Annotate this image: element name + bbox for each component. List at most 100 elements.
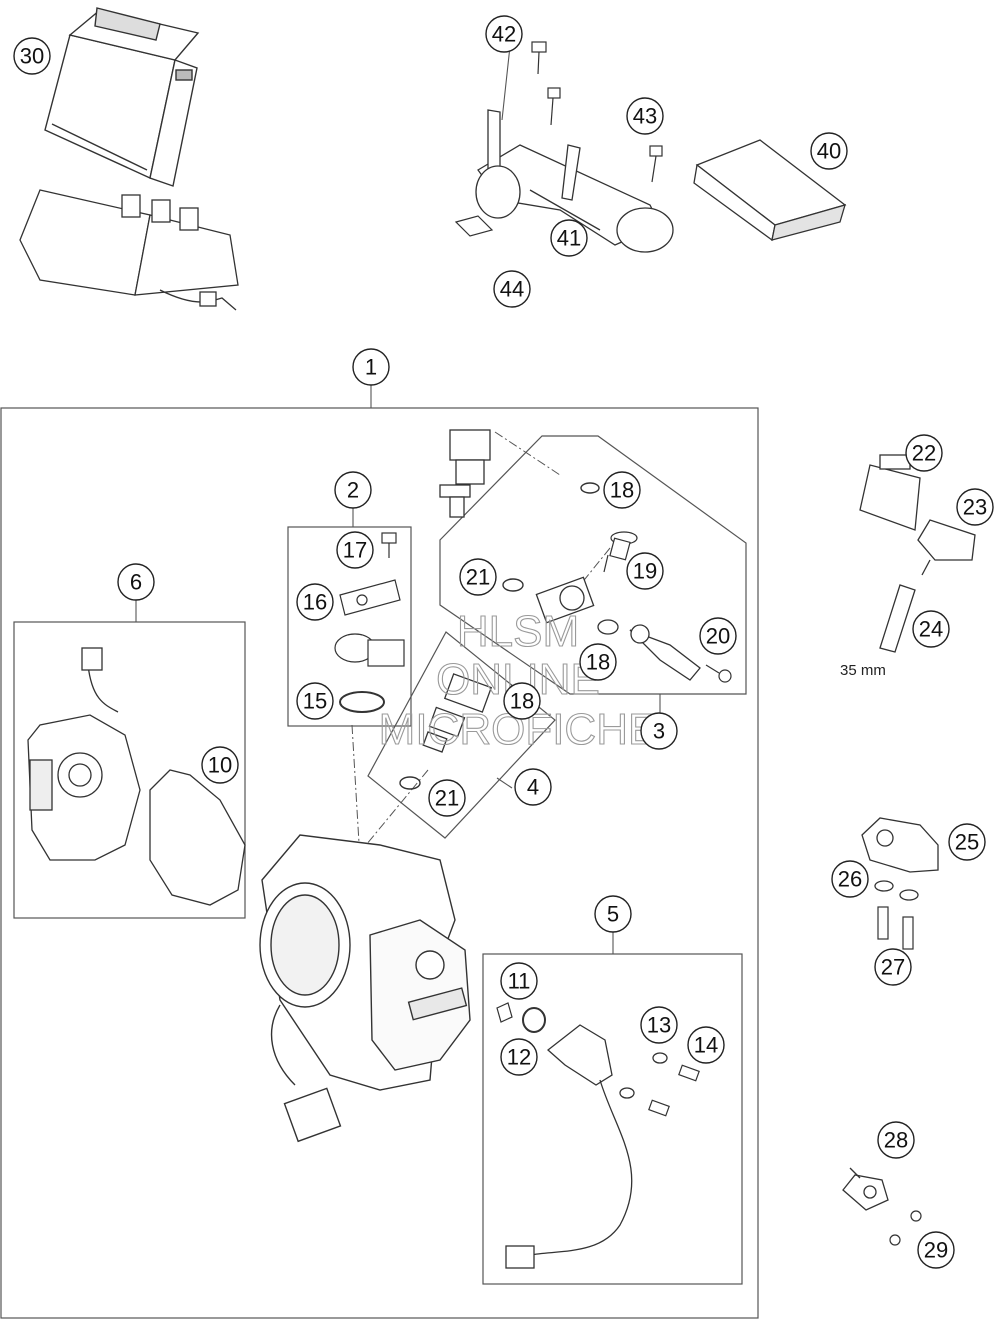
connector-part-22 [859, 454, 921, 531]
watermark-line-1: HLSM [457, 607, 579, 656]
hose-part-24 [879, 584, 916, 653]
fuel-rail-part-3 [535, 576, 701, 681]
callout-5[interactable]: 5 [594, 895, 632, 933]
svg-text:14: 14 [694, 1033, 718, 1058]
svg-text:43: 43 [633, 104, 657, 129]
screws-part-27 [877, 906, 914, 950]
callout-22[interactable]: 22 [905, 434, 943, 472]
sensor-part-23 [917, 519, 976, 576]
svg-text:21: 21 [466, 565, 490, 590]
ecu-bracket-part-30 [19, 189, 239, 311]
part-11-grommet [496, 1002, 513, 1023]
callout-41[interactable]: 41 [550, 219, 588, 257]
svg-text:23: 23 [963, 495, 987, 520]
frame-3-injector-kit [439, 435, 747, 695]
callout-40[interactable]: 40 [810, 132, 848, 170]
svg-text:12: 12 [507, 1045, 531, 1070]
callout-44[interactable]: 44 [493, 270, 531, 308]
callout-24[interactable]: 24 [912, 610, 950, 648]
callout-18-lower[interactable]: 18 [503, 682, 541, 720]
svg-text:21: 21 [435, 786, 459, 811]
callout-4[interactable]: 4 [514, 768, 552, 806]
svg-text:17: 17 [343, 538, 367, 563]
svg-text:41: 41 [557, 226, 581, 251]
callout-1[interactable]: 1 [352, 348, 390, 386]
callout-12[interactable]: 12 [500, 1038, 538, 1076]
callout-2[interactable]: 2 [334, 471, 372, 509]
svg-text:29: 29 [924, 1238, 948, 1263]
sensor-part-25 [861, 817, 939, 873]
clip-nut-part-44 [454, 215, 494, 237]
screw-part-17 [381, 532, 397, 558]
screws-part-29 [889, 1210, 922, 1246]
frame-2-sensor-kit [287, 526, 412, 727]
o-ring-part-15 [339, 691, 385, 713]
callout-16[interactable]: 16 [296, 583, 334, 621]
bracket-part-16 [339, 579, 401, 616]
callout-17[interactable]: 17 [336, 531, 374, 569]
svg-text:42: 42 [492, 22, 516, 47]
svg-text:10: 10 [208, 753, 232, 778]
svg-text:11: 11 [508, 969, 531, 994]
control-unit-part-40 [693, 139, 847, 242]
callout-21-top[interactable]: 21 [459, 558, 497, 596]
svg-text:18: 18 [586, 650, 610, 675]
sensor-part-28 [842, 1167, 889, 1211]
callout-27[interactable]: 27 [874, 948, 912, 986]
svg-text:28: 28 [884, 1128, 908, 1153]
svg-text:18: 18 [510, 689, 534, 714]
frame-1-throttle-body-assembly [0, 407, 759, 1319]
callout-25[interactable]: 25 [948, 823, 986, 861]
callout-30[interactable]: 30 [13, 37, 51, 75]
callout-29[interactable]: 29 [917, 1231, 955, 1269]
callout-21-bottom[interactable]: 21 [428, 779, 466, 817]
svg-text:30: 30 [20, 44, 44, 69]
callout-6[interactable]: 6 [117, 563, 155, 601]
callout-18-top[interactable]: 18 [603, 471, 641, 509]
svg-text:4: 4 [527, 775, 539, 800]
callout-18-middle[interactable]: 18 [579, 643, 617, 681]
svg-text:13: 13 [647, 1013, 671, 1038]
ecu-part-30 [44, 7, 200, 187]
svg-text:2: 2 [347, 478, 359, 503]
o-ring-part-12 [522, 1007, 546, 1033]
svg-text:44: 44 [500, 277, 524, 302]
callout-19[interactable]: 19 [626, 552, 664, 590]
svg-text:1: 1 [365, 355, 377, 380]
svg-text:16: 16 [303, 590, 327, 615]
throttle-valve-part-6 [27, 647, 141, 861]
svg-text:19: 19 [633, 559, 657, 584]
callout-23[interactable]: 23 [956, 488, 994, 526]
screw-part-20 [705, 664, 732, 683]
o-rings-part-18-21 [399, 482, 600, 790]
callout-43[interactable]: 43 [626, 97, 664, 135]
callout-15[interactable]: 15 [296, 682, 334, 720]
callouts: 30 42 43 40 41 44 1 2 17 16 15 6 10 18 1… [13, 15, 994, 1269]
washers-part-26 [874, 880, 919, 901]
callout-14[interactable]: 14 [687, 1026, 725, 1064]
svg-text:15: 15 [303, 689, 327, 714]
callout-11[interactable]: 11 [500, 962, 538, 1000]
svg-text:3: 3 [653, 719, 665, 744]
callout-28[interactable]: 28 [877, 1121, 915, 1159]
svg-text:5: 5 [607, 902, 619, 927]
svg-text:20: 20 [706, 624, 730, 649]
svg-text:26: 26 [838, 867, 862, 892]
callout-10[interactable]: 10 [201, 746, 239, 784]
assembly-axes [351, 431, 611, 861]
callout-20[interactable]: 20 [699, 617, 737, 655]
injector-part-4 [422, 673, 493, 753]
callout-13[interactable]: 13 [640, 1006, 678, 1044]
svg-text:25: 25 [955, 830, 979, 855]
callout-26[interactable]: 26 [831, 860, 869, 898]
washers-part-13 [619, 1052, 668, 1099]
callout-3[interactable]: 3 [640, 712, 678, 750]
callout-42[interactable]: 42 [485, 15, 523, 53]
svg-text:6: 6 [130, 570, 142, 595]
screw-part-42 [531, 41, 561, 126]
throttle-body-part-1 [259, 834, 471, 1143]
hose-length-label: 35 mm [840, 662, 886, 679]
svg-text:27: 27 [881, 955, 905, 980]
screw-part-19 [603, 531, 638, 573]
